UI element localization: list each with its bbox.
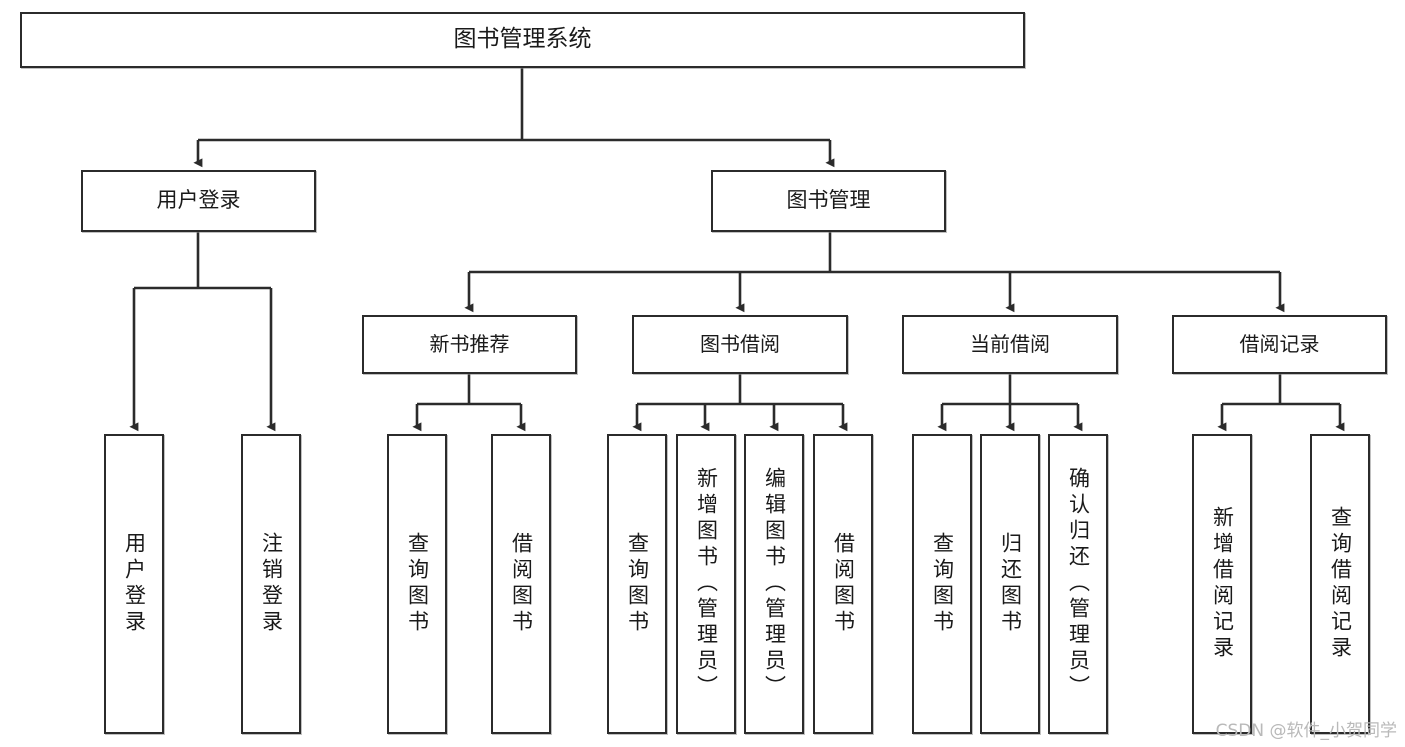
node-root-label: 图书管理系统	[453, 26, 592, 53]
node-current-borrow-label: 当前借阅	[970, 332, 1050, 357]
node-user-login-label: 用户登录	[156, 188, 241, 213]
leaf-query-book-borrow-label: 查询图书	[625, 532, 650, 636]
leaf-query-book-recommend[interactable]: 查询图书	[387, 434, 447, 734]
leaf-query-book-recommend-label: 查询图书	[405, 532, 430, 636]
leaf-add-borrow-record[interactable]: 新增借阅记录	[1192, 434, 1252, 734]
leaf-borrow-book-recommend[interactable]: 借阅图书	[491, 434, 551, 734]
watermark: CSDN @软件_小贺同学	[1215, 721, 1397, 741]
node-current-borrow[interactable]: 当前借阅	[902, 315, 1118, 374]
leaf-query-book-current-label: 查询图书	[930, 532, 955, 636]
leaf-query-book-current[interactable]: 查询图书	[912, 434, 972, 734]
node-root[interactable]: 图书管理系统	[20, 12, 1025, 68]
node-new-book-recommend-label: 新书推荐	[429, 332, 510, 357]
leaf-return-book-label: 归还图书	[998, 532, 1023, 636]
leaf-user-login[interactable]: 用户登录	[104, 434, 164, 734]
leaf-edit-book-admin[interactable]: 编辑图书（管理员）	[744, 434, 804, 734]
node-borrow-record-label: 借阅记录	[1239, 332, 1320, 357]
leaf-borrow-book[interactable]: 借阅图书	[813, 434, 873, 734]
leaf-return-book[interactable]: 归还图书	[980, 434, 1040, 734]
node-user-login[interactable]: 用户登录	[81, 170, 316, 232]
leaf-edit-book-admin-label: 编辑图书（管理员）	[762, 467, 787, 701]
leaf-add-book-admin-label: 新增图书（管理员）	[694, 467, 719, 701]
leaf-confirm-return-admin-label: 确认归还（管理员）	[1066, 467, 1091, 701]
node-new-book-recommend[interactable]: 新书推荐	[362, 315, 577, 374]
leaf-borrow-book-recommend-label: 借阅图书	[509, 532, 534, 636]
leaf-add-borrow-record-label: 新增借阅记录	[1210, 506, 1235, 662]
leaf-confirm-return-admin[interactable]: 确认归还（管理员）	[1048, 434, 1108, 734]
node-book-management-label: 图书管理	[786, 188, 871, 213]
leaf-query-borrow-record-label: 查询借阅记录	[1328, 506, 1353, 662]
node-book-management[interactable]: 图书管理	[711, 170, 946, 232]
node-borrow-record[interactable]: 借阅记录	[1172, 315, 1387, 374]
leaf-logout-label: 注销登录	[259, 532, 284, 636]
node-book-borrow[interactable]: 图书借阅	[632, 315, 848, 374]
leaf-borrow-book-label: 借阅图书	[831, 532, 856, 636]
leaf-user-login-label: 用户登录	[122, 532, 147, 636]
leaf-logout[interactable]: 注销登录	[241, 434, 301, 734]
node-book-borrow-label: 图书借阅	[700, 332, 780, 357]
leaf-add-book-admin[interactable]: 新增图书（管理员）	[676, 434, 736, 734]
leaf-query-borrow-record[interactable]: 查询借阅记录	[1310, 434, 1370, 734]
leaf-query-book-borrow[interactable]: 查询图书	[607, 434, 667, 734]
